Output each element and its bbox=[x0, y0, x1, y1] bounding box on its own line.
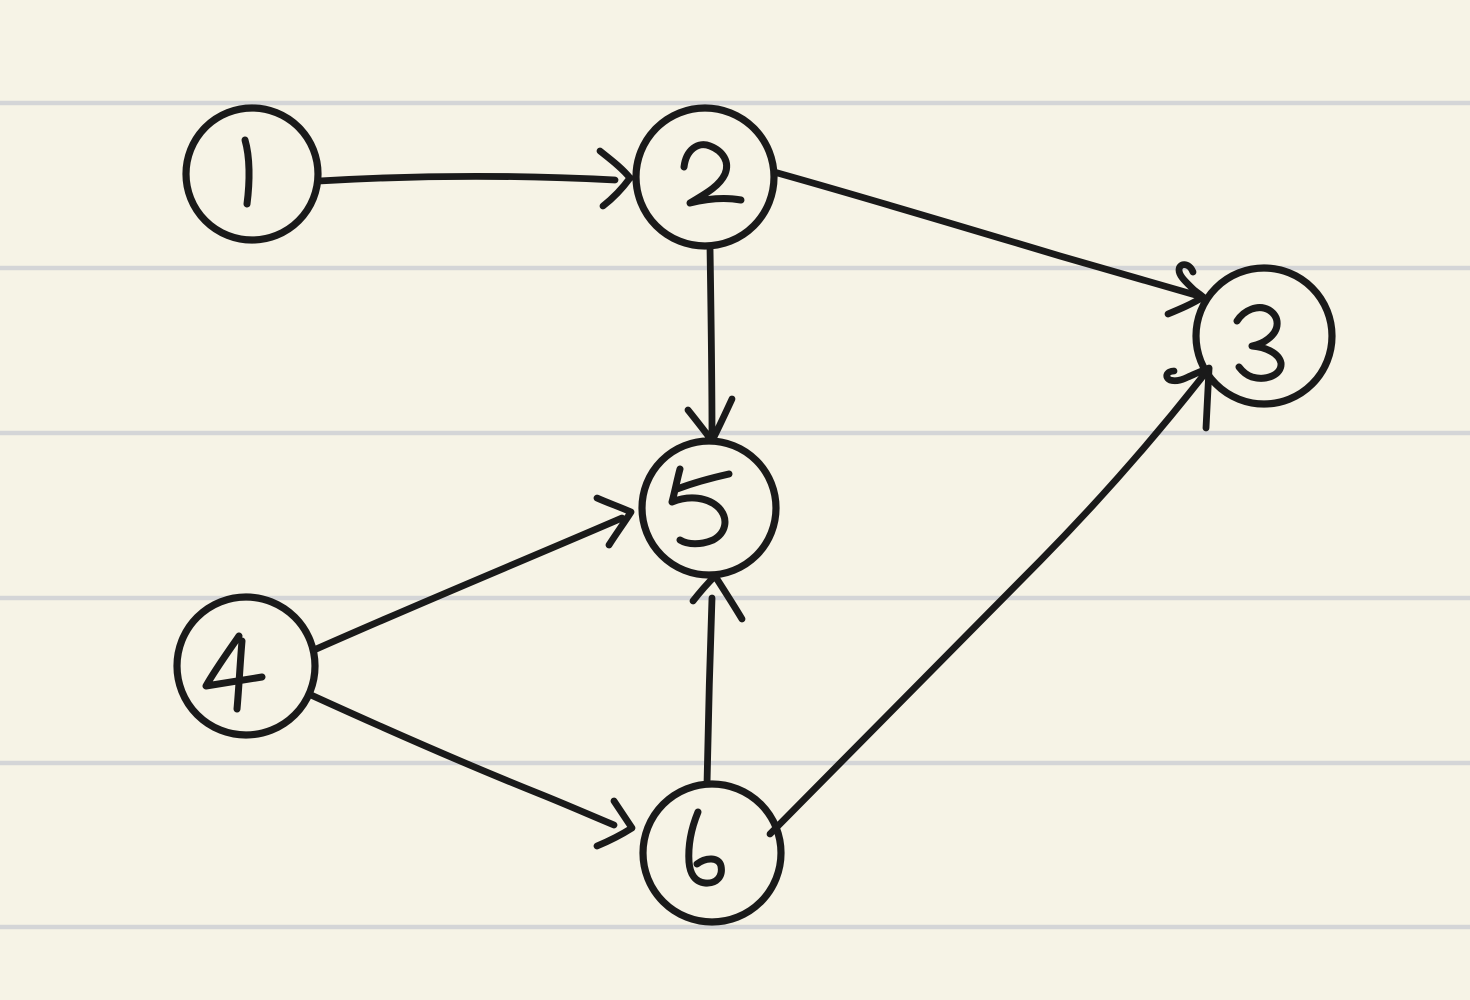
edge-1-2[interactable] bbox=[315, 147, 634, 210]
node-1[interactable] bbox=[182, 104, 322, 244]
arrowhead-icon bbox=[593, 797, 636, 850]
edge-4-5[interactable] bbox=[310, 494, 635, 654]
edge-shaft bbox=[770, 168, 1203, 300]
node-label-1 bbox=[241, 136, 253, 208]
edge-2-3[interactable] bbox=[770, 168, 1207, 318]
node-6[interactable] bbox=[639, 780, 785, 926]
node-circle bbox=[182, 104, 322, 244]
edge-shaft bbox=[310, 514, 626, 654]
edge-shaft bbox=[315, 172, 619, 185]
arrowhead-icon bbox=[1163, 364, 1213, 385]
node-5[interactable] bbox=[638, 437, 780, 579]
edge-shaft bbox=[706, 243, 716, 438]
edge-shaft bbox=[703, 594, 716, 788]
node-circle bbox=[639, 780, 785, 926]
arrowhead-icon bbox=[596, 147, 634, 210]
node-label-4 bbox=[233, 637, 246, 713]
edge-shaft bbox=[307, 691, 618, 829]
node-3[interactable] bbox=[1192, 264, 1336, 408]
edge-6-5[interactable] bbox=[689, 572, 746, 788]
node-circle bbox=[173, 593, 319, 739]
node-circle bbox=[632, 104, 778, 250]
edge-4-6[interactable] bbox=[307, 691, 636, 850]
node-2[interactable] bbox=[632, 104, 778, 250]
node-label-5 bbox=[673, 470, 733, 493]
nodes-layer bbox=[173, 104, 1336, 926]
arrowhead-icon bbox=[1164, 293, 1207, 318]
node-circle bbox=[1192, 264, 1336, 408]
arrowhead-icon bbox=[1175, 261, 1207, 301]
node-4[interactable] bbox=[173, 593, 319, 739]
node-label-5 bbox=[668, 465, 729, 548]
arrowhead-icon bbox=[593, 494, 635, 549]
ruled-lines-layer bbox=[0, 100, 1470, 930]
edge-2-5[interactable] bbox=[684, 243, 736, 445]
node-circle bbox=[638, 437, 780, 579]
node-label-4 bbox=[202, 632, 266, 690]
edge-shaft bbox=[766, 372, 1207, 838]
node-label-6 bbox=[685, 808, 725, 887]
node-label-3 bbox=[1233, 304, 1285, 382]
node-label-2 bbox=[680, 141, 745, 207]
edges-layer bbox=[307, 147, 1213, 850]
